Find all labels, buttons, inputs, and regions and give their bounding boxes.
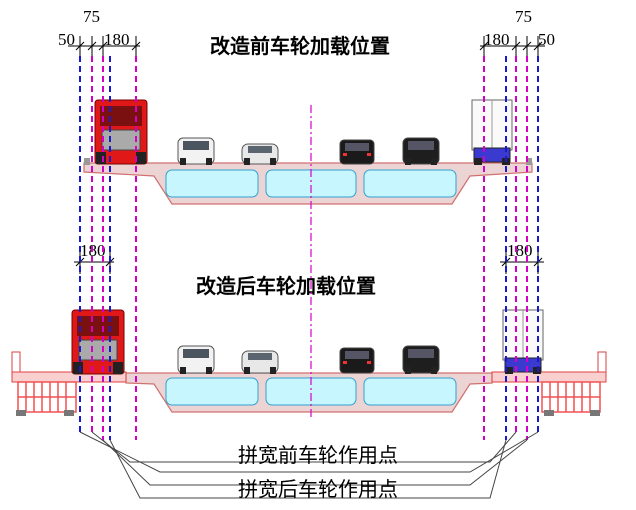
cell-after-3 bbox=[363, 377, 457, 406]
car-2-after bbox=[241, 350, 279, 374]
dim-top-left-1: 50 bbox=[58, 30, 75, 49]
title-after: 改造后车轮加载位置 bbox=[196, 274, 376, 298]
cell-before-3 bbox=[363, 169, 457, 198]
dim-top-right-3: 50 bbox=[538, 30, 555, 49]
deck-before bbox=[83, 158, 533, 205]
car-3-before bbox=[339, 139, 375, 165]
caption-rear: 拼宽后车轮作用点 bbox=[238, 477, 398, 501]
rear-wheel-lines bbox=[91, 56, 528, 440]
widening-right bbox=[491, 351, 607, 416]
dim-mid-right: 180 bbox=[507, 241, 533, 260]
title-before: 改造前车轮加载位置 bbox=[210, 34, 390, 58]
dim-top-left-2: 75 bbox=[83, 7, 100, 26]
car-2-before bbox=[241, 143, 279, 165]
cell-before-1 bbox=[165, 169, 259, 198]
dim-top-left-3: 180 bbox=[104, 30, 130, 49]
car-1-after bbox=[177, 345, 215, 374]
widening-left bbox=[11, 351, 127, 416]
dim-top-right-1: 180 bbox=[484, 30, 510, 49]
car-3-after bbox=[339, 347, 375, 374]
leader-lines bbox=[79, 431, 539, 499]
deck-after bbox=[125, 372, 493, 413]
front-wheel-lines bbox=[79, 56, 539, 440]
dim-top-right-2: 75 bbox=[515, 7, 532, 26]
van-right-after bbox=[502, 309, 544, 374]
top-left-dimensions bbox=[68, 36, 141, 60]
car-4-before bbox=[402, 137, 440, 165]
car-4-after bbox=[402, 345, 440, 374]
caption-front: 拼宽前车轮作用点 bbox=[238, 443, 398, 467]
car-1-before bbox=[177, 137, 215, 165]
cell-after-1 bbox=[165, 377, 259, 406]
